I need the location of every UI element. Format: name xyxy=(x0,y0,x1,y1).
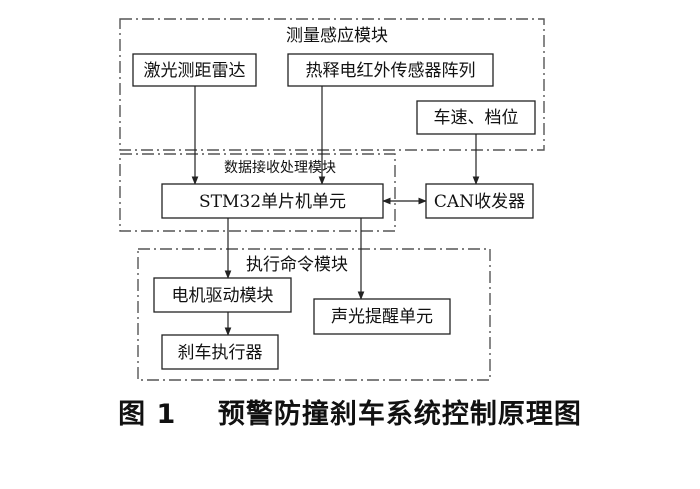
figure-caption: 图 1 预警防撞刹车系统控制原理图 xyxy=(0,392,700,431)
node-alarm-unit-label: 声光提醒单元 xyxy=(331,307,433,327)
node-motor-driver-label: 电机驱动模块 xyxy=(172,286,274,306)
node-lidar-label: 激光测距雷达 xyxy=(144,61,246,81)
figure-number: 图 1 xyxy=(118,399,177,430)
execution-module-title: 执行命令模块 xyxy=(246,255,348,275)
data-processing-module-title: 数据接收处理模块 xyxy=(224,159,336,176)
node-alarm-unit: 声光提醒单元 xyxy=(313,298,451,335)
sensing-module-group xyxy=(119,18,545,151)
node-thermal-array: 热释电红外传感器阵列 xyxy=(287,53,494,87)
node-brake-actuator-label: 刹车执行器 xyxy=(178,343,263,363)
figure-title: 预警防撞刹车系统控制原理图 xyxy=(217,399,582,430)
node-speed-gear: 车速、档位 xyxy=(416,100,536,135)
node-thermal-array-label: 热释电红外传感器阵列 xyxy=(306,61,476,81)
node-mcu-label: STM32单片机单元 xyxy=(199,192,346,212)
data-processing-module-group xyxy=(119,153,396,232)
node-mcu: STM32单片机单元 xyxy=(161,183,384,219)
node-can-transceiver: CAN收发器 xyxy=(425,183,534,219)
data-processing-title-backdrop xyxy=(198,158,362,176)
execution-module-group xyxy=(137,248,491,381)
node-motor-driver: 电机驱动模块 xyxy=(153,277,292,313)
sensing-module-title: 测量感应模块 xyxy=(286,26,388,46)
caption-gap xyxy=(176,399,218,430)
node-brake-actuator: 刹车执行器 xyxy=(161,334,279,370)
node-can-transceiver-label: CAN收发器 xyxy=(434,192,525,212)
node-speed-gear-label: 车速、档位 xyxy=(434,108,519,128)
node-lidar: 激光测距雷达 xyxy=(132,53,257,87)
execution-title-backdrop xyxy=(234,253,360,273)
